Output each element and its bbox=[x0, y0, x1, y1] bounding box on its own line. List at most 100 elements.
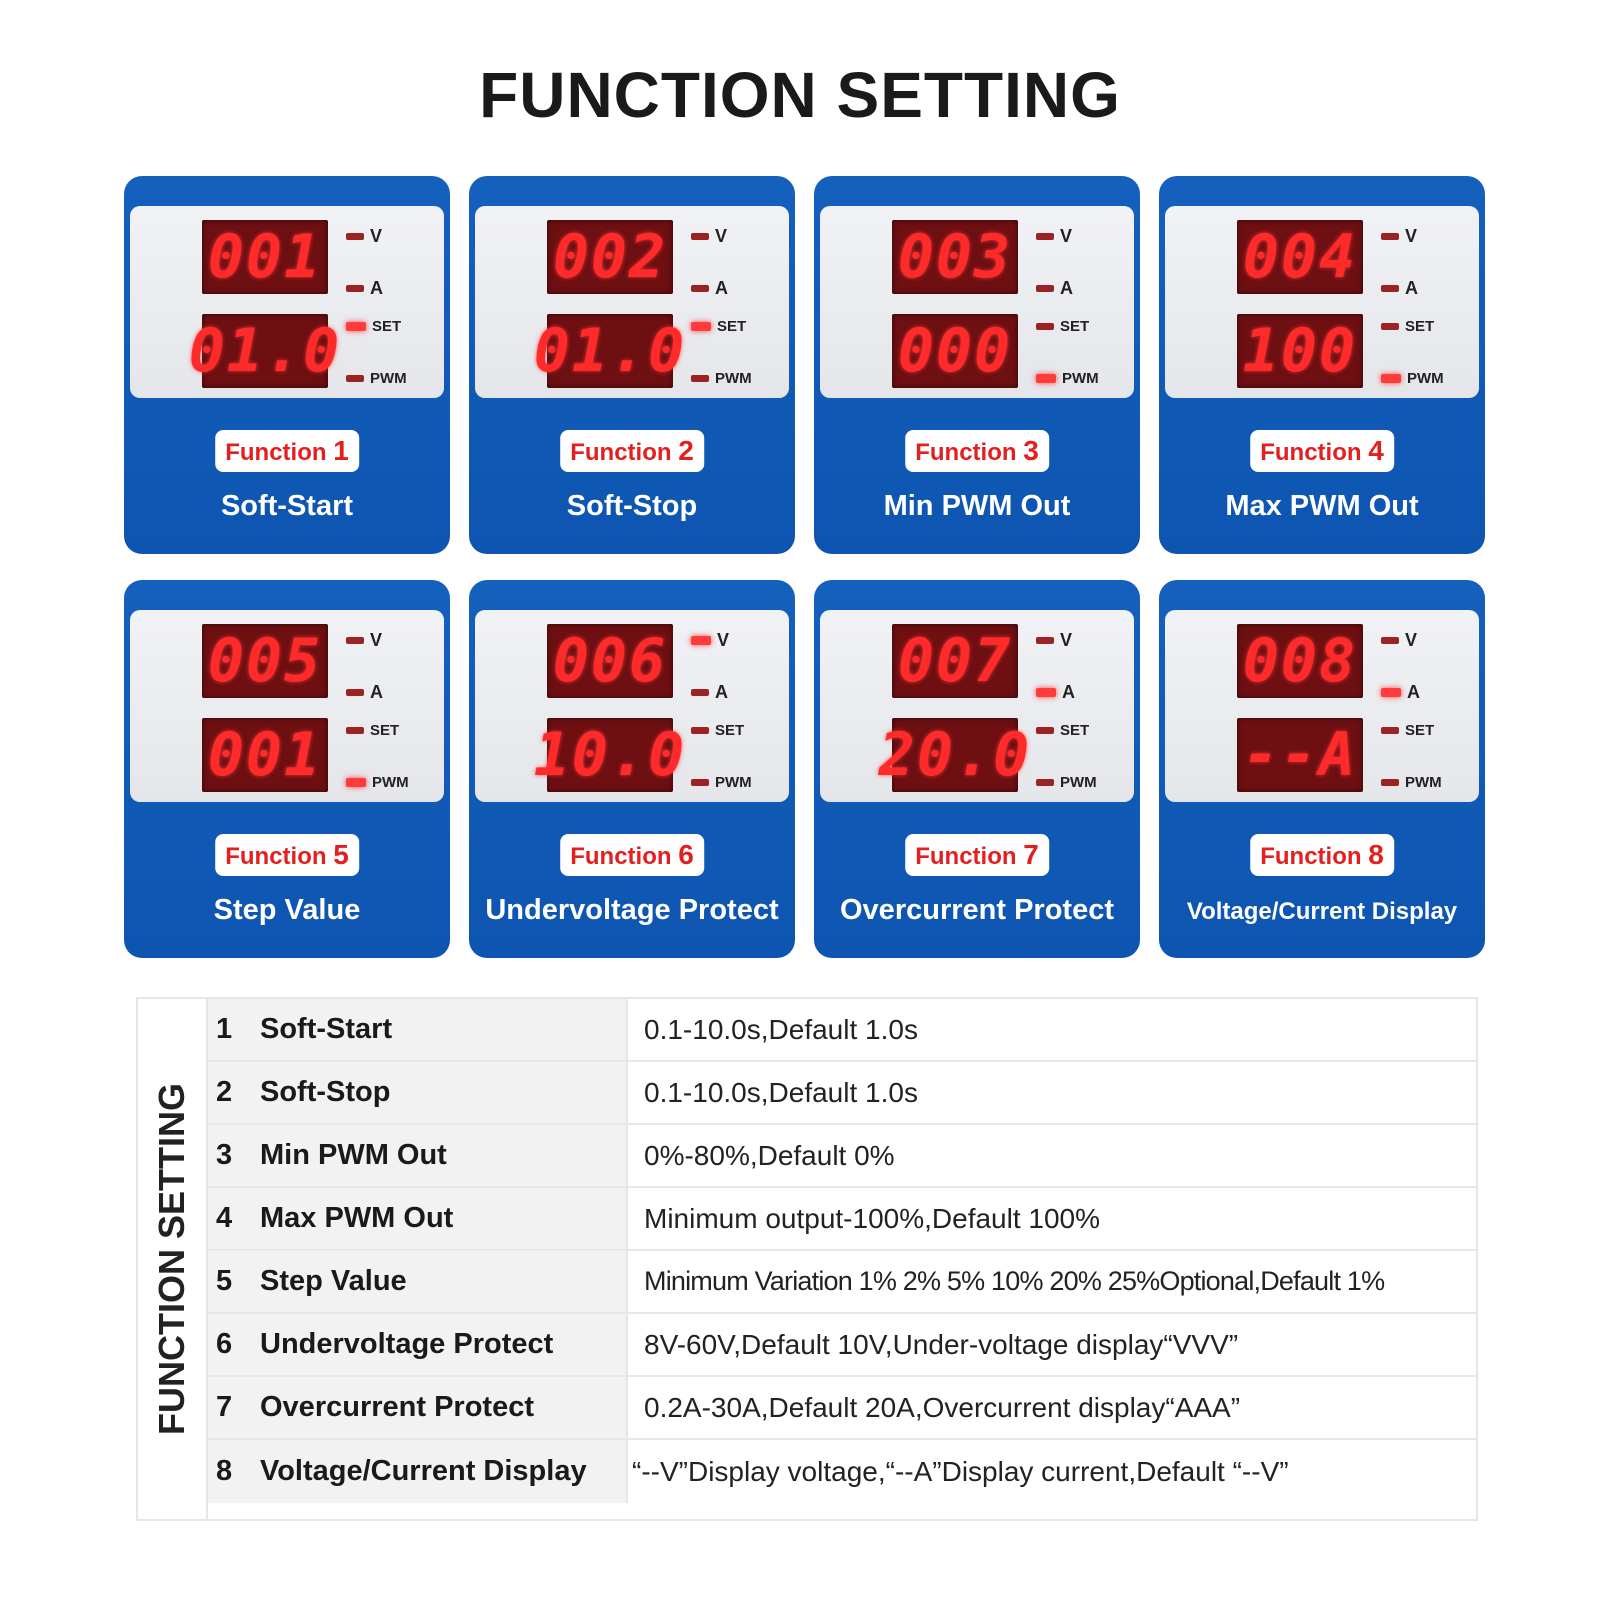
indicator-v: V bbox=[1036, 226, 1072, 247]
bottom-display: 10.0 bbox=[534, 718, 684, 792]
indicator-label: SET bbox=[1405, 318, 1435, 335]
function-badge-number: 4 bbox=[1368, 435, 1384, 466]
led-icon bbox=[346, 322, 366, 331]
led-icon bbox=[346, 778, 366, 787]
function-card-5: 005 001 V A SET PWM Function 5 Step Valu… bbox=[124, 580, 450, 958]
meter-panel: 006 10.0 V A SET PWM bbox=[475, 610, 789, 802]
led-icon bbox=[1036, 727, 1054, 734]
top-display-digits: 007 bbox=[897, 626, 1013, 696]
function-card-2: 002 01.0 V A SET PWM Function 2 Soft-Sto… bbox=[469, 176, 795, 554]
meter-panel: 007 20.0 V A SET PWM bbox=[820, 610, 1134, 802]
indicator-pwm: PWM bbox=[346, 774, 409, 791]
led-icon bbox=[1036, 637, 1054, 644]
indicator-set: SET bbox=[691, 722, 744, 739]
function-card-7: 007 20.0 V A SET PWM Function 7 Overcurr… bbox=[814, 580, 1140, 958]
row-description: 0.1-10.0s,Default 1.0s bbox=[644, 1013, 918, 1045]
function-badge: Function 8 bbox=[1250, 834, 1394, 876]
bottom-display: --A bbox=[1237, 718, 1363, 792]
indicator-a: A bbox=[1036, 278, 1073, 299]
function-badge-word: Function bbox=[225, 843, 327, 870]
indicator-label: V bbox=[715, 226, 728, 246]
function-badge: Function 2 bbox=[560, 430, 704, 472]
bottom-display-digits: 20.0 bbox=[878, 720, 1032, 790]
indicator-a: A bbox=[346, 278, 383, 299]
row-name: Voltage/Current Display bbox=[260, 1455, 587, 1487]
indicator-set: SET bbox=[346, 318, 401, 335]
indicator-a: A bbox=[691, 278, 728, 299]
led-icon bbox=[1036, 233, 1054, 240]
row-name: Max PWM Out bbox=[260, 1202, 454, 1234]
led-icon bbox=[1381, 637, 1399, 644]
indicator-label: V bbox=[1060, 226, 1073, 246]
row-number: 7 bbox=[216, 1391, 233, 1423]
led-icon bbox=[691, 233, 709, 240]
indicator-pwm: PWM bbox=[691, 370, 752, 387]
function-badge: Function 4 bbox=[1250, 430, 1394, 472]
led-icon bbox=[1381, 727, 1399, 734]
led-icon bbox=[1036, 285, 1054, 292]
led-icon bbox=[1036, 374, 1056, 383]
indicator-label: PWM bbox=[1060, 774, 1097, 791]
top-display-digits: 006 bbox=[552, 626, 668, 696]
indicator-pwm: PWM bbox=[1036, 370, 1099, 387]
led-icon bbox=[691, 779, 709, 786]
function-badge-number: 6 bbox=[678, 839, 694, 870]
meter-panel: 003 000 V A SET PWM bbox=[820, 206, 1134, 398]
row-description: Minimum output-100%,Default 100% bbox=[644, 1202, 1101, 1234]
indicator-label: V bbox=[1405, 226, 1418, 246]
indicator-pwm: PWM bbox=[1381, 774, 1442, 791]
row-number: 5 bbox=[216, 1265, 233, 1297]
bottom-display-digits: 01.0 bbox=[188, 316, 342, 386]
bottom-display-digits: 001 bbox=[207, 720, 323, 790]
function-badge-number: 7 bbox=[1023, 839, 1039, 870]
table-row: 1 Soft-Start 0.1-10.0s,Default 1.0s bbox=[208, 999, 1476, 1062]
function-card-6: 006 10.0 V A SET PWM Function 6 Undervol… bbox=[469, 580, 795, 958]
indicator-label: V bbox=[1060, 630, 1073, 650]
meter-panel: 005 001 V A SET PWM bbox=[130, 610, 444, 802]
indicator-label: PWM bbox=[715, 370, 752, 387]
indicator-a: A bbox=[1381, 278, 1418, 299]
indicator-label: PWM bbox=[1407, 370, 1444, 387]
indicator-label: SET bbox=[717, 318, 747, 335]
indicator-label: SET bbox=[1060, 722, 1090, 739]
row-name: Min PWM Out bbox=[260, 1139, 447, 1171]
function-name: Max PWM Out bbox=[1225, 490, 1419, 522]
row-name: Soft-Start bbox=[260, 1013, 393, 1045]
function-name: Voltage/Current Display bbox=[1186, 898, 1458, 925]
row-description: 0.1-10.0s,Default 1.0s bbox=[644, 1076, 918, 1108]
bottom-display-digits: 01.0 bbox=[533, 316, 687, 386]
indicator-label: A bbox=[370, 278, 383, 298]
table-side-title-text: FUNCTION SETTING bbox=[151, 1083, 193, 1435]
indicator-v: V bbox=[1381, 226, 1417, 247]
indicator-label: PWM bbox=[370, 370, 407, 387]
led-icon bbox=[691, 375, 709, 382]
bottom-display-digits: 100 bbox=[1242, 316, 1358, 386]
indicator-v: V bbox=[691, 226, 727, 247]
row-number: 6 bbox=[216, 1328, 233, 1360]
function-card-8: 008 --A V A SET PWM Function 8 Voltage/C… bbox=[1159, 580, 1485, 958]
led-icon bbox=[1381, 374, 1401, 383]
indicator-a: A bbox=[691, 682, 728, 703]
indicator-a: A bbox=[1381, 682, 1420, 703]
page-title: FUNCTION SETTING bbox=[479, 59, 1121, 131]
function-badge: Function 5 bbox=[215, 834, 359, 876]
function-badge: Function 3 bbox=[905, 430, 1049, 472]
meter-panel: 008 --A V A SET PWM bbox=[1165, 610, 1479, 802]
indicator-label: V bbox=[717, 630, 730, 650]
row-description: Minimum Variation 1% 2% 5% 10% 20% 25%Op… bbox=[644, 1266, 1385, 1296]
row-number: 1 bbox=[216, 1013, 233, 1045]
function-badge-number: 8 bbox=[1368, 839, 1384, 870]
indicator-label: SET bbox=[370, 722, 400, 739]
top-display: 008 bbox=[1237, 624, 1363, 698]
indicator-a: A bbox=[346, 682, 383, 703]
led-icon bbox=[691, 285, 709, 292]
